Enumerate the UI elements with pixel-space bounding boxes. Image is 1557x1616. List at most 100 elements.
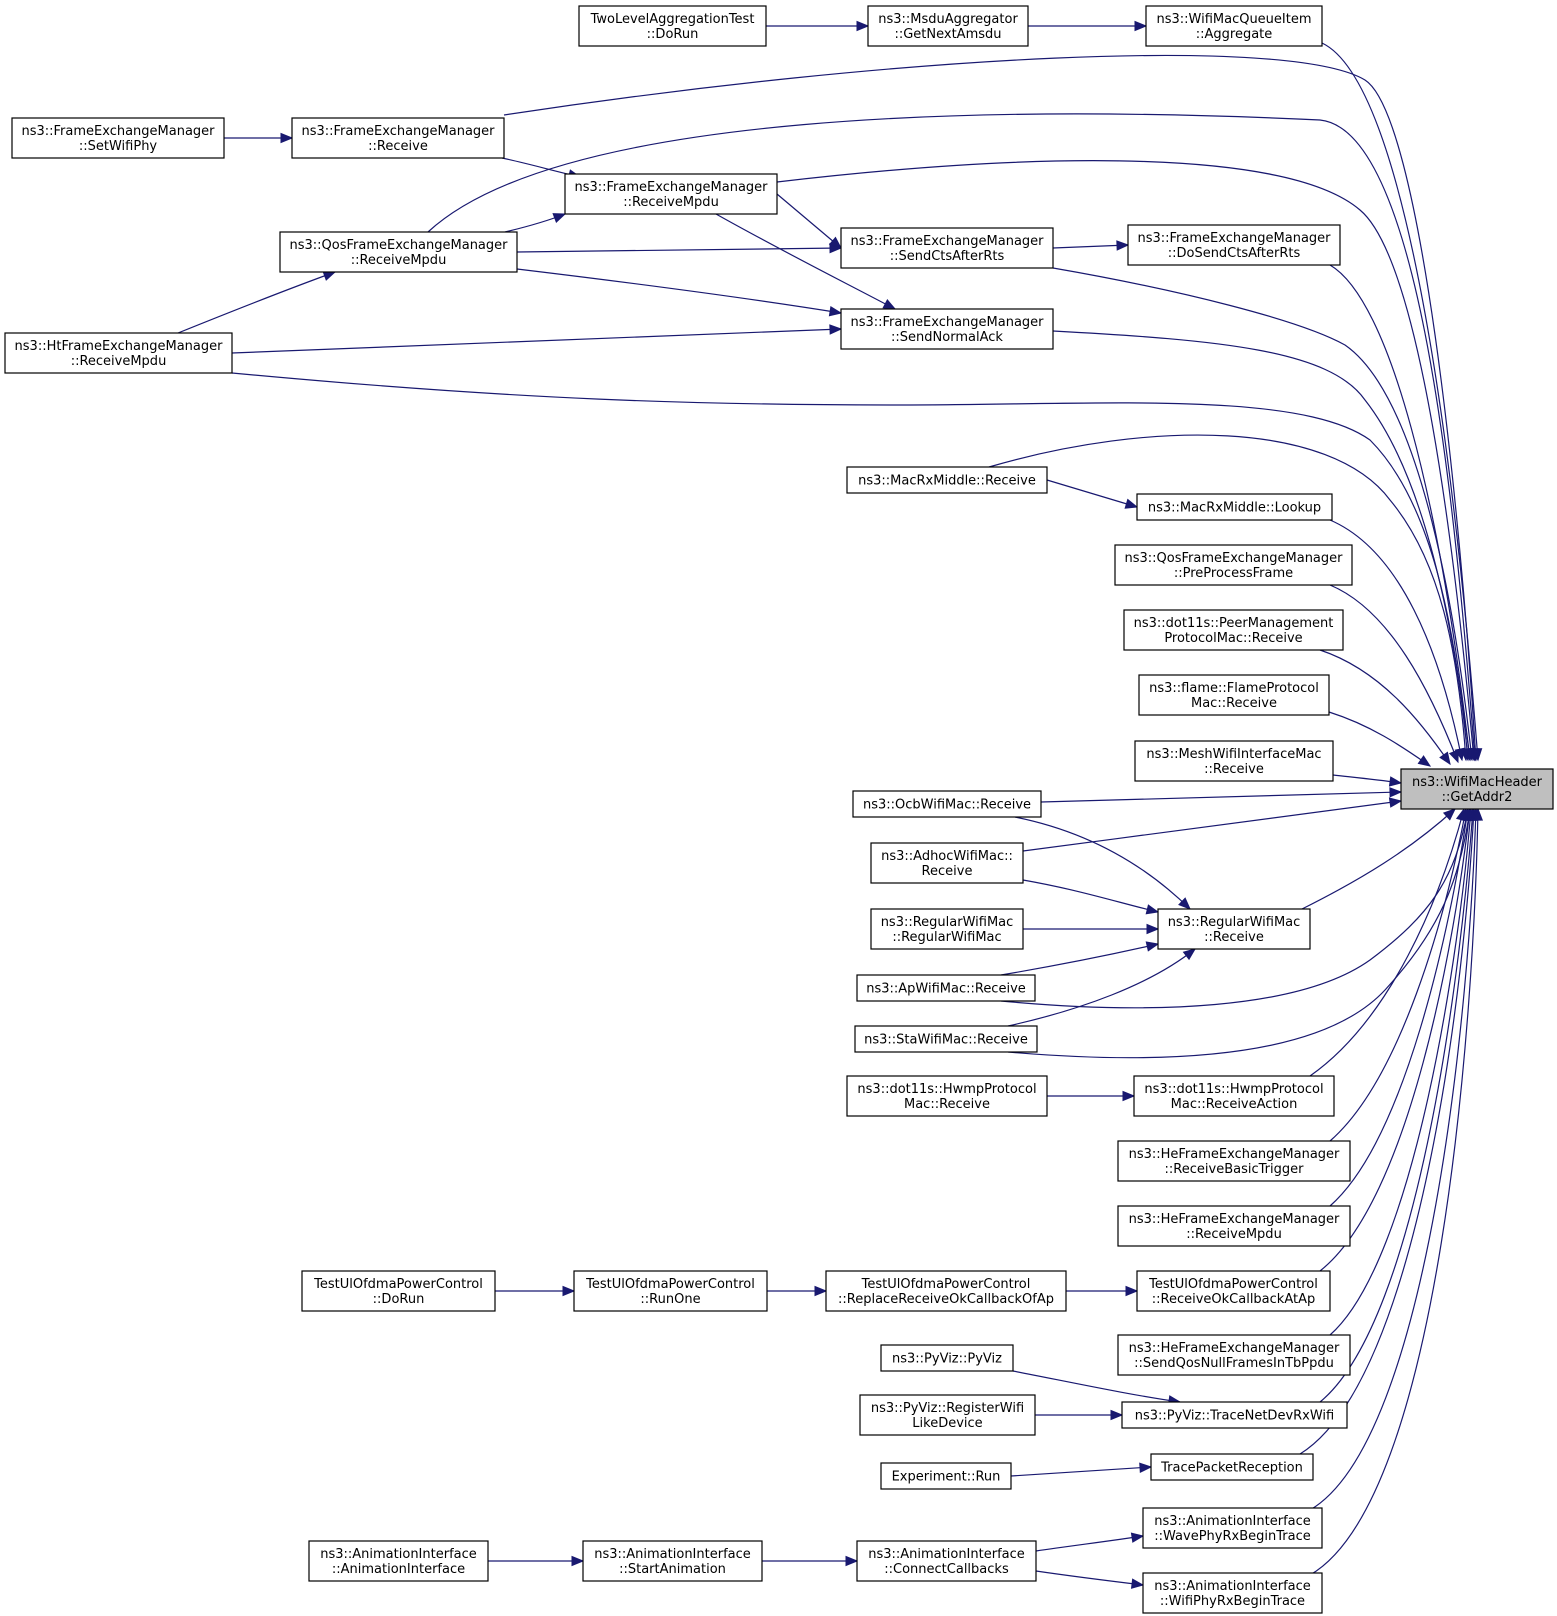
node-label-line: ns3::HeFrameExchangeManager: [1129, 1212, 1340, 1227]
node-label-line: ns3::FrameExchangeManager: [21, 124, 215, 139]
node-label-line: ns3::PyViz::PyViz: [892, 1352, 1002, 1367]
node-queue_agg[interactable]: ns3::WifiMacQueueItem::Aggregate: [1145, 5, 1323, 47]
node-trace_pkt[interactable]: TracePacketReception: [1150, 1453, 1314, 1481]
node-label-line: ::RunOne: [640, 1292, 700, 1307]
node-label-line: TestUlOfdmaPowerControl: [313, 1277, 483, 1292]
edge-anim_connect-to-anim_wifi: [1035, 1570, 1144, 1586]
node-macrx_lookup[interactable]: ns3::MacRxMiddle::Lookup: [1136, 493, 1333, 521]
node-regular_ctor[interactable]: ns3::RegularWifiMac::RegularWifiMac: [870, 908, 1024, 950]
node-label-line: ::ReceiveMpdu: [1186, 1227, 1282, 1242]
node-ap_receive[interactable]: ns3::ApWifiMac::Receive: [856, 974, 1036, 1002]
edge-ht_rxmpdu-to-qos_rxmpdu: [177, 271, 336, 334]
node-label-line: ns3::dot11s::PeerManagement: [1134, 616, 1334, 631]
node-label-line: ::SendQosNullFramesInTbPpdu: [1134, 1356, 1334, 1371]
edge-peer_receive-to-getaddr2: [1319, 649, 1451, 765]
node-label-line: TwoLevelAggregationTest: [590, 12, 755, 27]
node-fem_dosendcts[interactable]: ns3::FrameExchangeManager::DoSendCtsAfte…: [1127, 224, 1341, 266]
node-anim_ctor[interactable]: ns3::AnimationInterface::AnimationInterf…: [308, 1540, 489, 1582]
node-label-line: ns3::RegularWifiMac: [881, 915, 1014, 930]
node-adhoc_receive[interactable]: ns3::AdhocWifiMac::Receive: [870, 842, 1024, 884]
arrowhead-qos_preprocess-to-getaddr2: [1448, 749, 1459, 764]
node-box: [1117, 1205, 1351, 1247]
node-box: [880, 1344, 1014, 1372]
node-box: [1136, 1270, 1331, 1312]
edge-sta_receive-to-getaddr2: [1007, 808, 1471, 1059]
edge-exp_run-to-trace_pkt: [1010, 1466, 1152, 1477]
edge-fem_rxmpdu-to-getaddr2: [776, 160, 1475, 761]
edge-fem_dosendcts-to-getaddr2: [1329, 264, 1471, 761]
edge-ap_receive-to-regular_receive: [1000, 943, 1159, 976]
node-pyviz_ctor[interactable]: ns3::PyViz::PyViz: [880, 1344, 1014, 1372]
node-anim_start[interactable]: ns3::AnimationInterface::StartAnimation: [582, 1540, 763, 1582]
node-label-line: ::Receive: [1204, 930, 1264, 945]
node-peer_receive[interactable]: ns3::dot11s::PeerManagementProtocolMac::…: [1123, 609, 1344, 651]
node-ocb_receive[interactable]: ns3::OcbWifiMac::Receive: [852, 790, 1042, 818]
node-label-line: TestUlOfdmaPowerControl: [1148, 1277, 1318, 1292]
node-anim_connect[interactable]: ns3::AnimationInterface::ConnectCallback…: [856, 1540, 1037, 1582]
edge-flame_receive-to-getaddr2: [1328, 711, 1431, 767]
arrowhead-anim_connect-to-anim_wave: [1130, 1532, 1145, 1543]
node-anim_wifi[interactable]: ns3::AnimationInterface::WifiPhyRxBeginT…: [1142, 1572, 1323, 1614]
node-regular_receive[interactable]: ns3::RegularWifiMac::Receive: [1157, 908, 1311, 950]
node-box: [1114, 544, 1353, 586]
node-he_sendqos[interactable]: ns3::HeFrameExchangeManager::SendQosNull…: [1117, 1334, 1351, 1376]
node-pyviz_trace[interactable]: ns3::PyViz::TraceNetDevRxWifi: [1121, 1401, 1348, 1429]
node-label-line: ::ReceiveMpdu: [71, 354, 167, 369]
edge-ht_rxmpdu-to-getaddr2: [231, 372, 1469, 761]
edge-qos_preprocess-to-getaddr2: [1329, 584, 1459, 763]
node-box: [870, 908, 1024, 950]
node-fem_sendack[interactable]: ns3::FrameExchangeManager::SendNormalAck: [840, 308, 1054, 350]
node-mesh_receive[interactable]: ns3::MeshWifiInterfaceMac::Receive: [1134, 740, 1334, 782]
node-ht_rxmpdu[interactable]: ns3::HtFrameExchangeManager::ReceiveMpdu: [4, 332, 233, 374]
arrowhead-tu_runone-to-tu_replace: [814, 1285, 828, 1297]
node-he_basictrig[interactable]: ns3::HeFrameExchangeManager::ReceiveBasi…: [1117, 1140, 1351, 1182]
edge-pyviz_trace-to-getaddr2: [1319, 808, 1474, 1403]
node-tu_runone[interactable]: TestUlOfdmaPowerControl::RunOne: [573, 1270, 768, 1312]
node-box: [1117, 1140, 1351, 1182]
node-qos_preprocess[interactable]: ns3::QosFrameExchangeManager::PreProcess…: [1114, 544, 1353, 586]
node-fem_receive[interactable]: ns3::FrameExchangeManager::Receive: [291, 117, 505, 159]
node-fem_rxmpdu[interactable]: ns3::FrameExchangeManager::ReceiveMpdu: [564, 173, 778, 215]
node-tu_replace[interactable]: TestUlOfdmaPowerControl::ReplaceReceiveO…: [825, 1270, 1067, 1312]
node-label-line: ::RegularWifiMac: [892, 930, 1001, 945]
node-tla_dorun[interactable]: TwoLevelAggregationTest::DoRun: [578, 5, 767, 47]
node-getaddr2[interactable]: ns3::WifiMacHeader::GetAddr2: [1400, 768, 1554, 810]
node-msdu_next[interactable]: ns3::MsduAggregator::GetNextAmsdu: [867, 5, 1029, 47]
node-label-line: ::StartAnimation: [619, 1562, 726, 1577]
node-box: [870, 842, 1024, 884]
node-box: [582, 1540, 763, 1582]
arrowhead-pyviz_register-to-pyviz_trace: [1110, 1409, 1124, 1421]
node-label-line: ::Aggregate: [1196, 27, 1273, 42]
node-label-line: ns3::AnimationInterface: [320, 1547, 477, 1562]
node-macrx_receive[interactable]: ns3::MacRxMiddle::Receive: [846, 466, 1048, 494]
node-label-line: ::PreProcessFrame: [1174, 566, 1293, 581]
node-fem_sendcts[interactable]: ns3::FrameExchangeManager::SendCtsAfterR…: [840, 227, 1054, 269]
node-box: [1134, 740, 1334, 782]
arrowhead-anim_ctor-to-anim_start: [571, 1555, 585, 1567]
node-label-line: ns3::flame::FlameProtocol: [1149, 681, 1319, 696]
arrowhead-ocb_receive-to-getaddr2: [1389, 787, 1403, 798]
arrowhead-ocb_receive-to-regular_receive: [1178, 897, 1191, 910]
node-qos_rxmpdu[interactable]: ns3::QosFrameExchangeManager::ReceiveMpd…: [279, 231, 518, 273]
node-label-line: ns3::AnimationInterface: [1154, 1579, 1311, 1594]
arrowhead-fem_rxmpdu-to-fem_sendcts: [828, 236, 843, 249]
edge-tu_rxok-to-getaddr2: [1319, 808, 1471, 1272]
node-fem_setphy[interactable]: ns3::FrameExchangeManager::SetWifiPhy: [11, 117, 225, 159]
node-tu_dorun[interactable]: TestUlOfdmaPowerControl::DoRun: [301, 1270, 496, 1312]
arrowhead-tu_dorun-to-tu_runone: [562, 1285, 576, 1297]
node-label-line: ns3::AdhocWifiMac::: [881, 849, 1013, 864]
node-he_rxmpdu[interactable]: ns3::HeFrameExchangeManager::ReceiveMpdu: [1117, 1205, 1351, 1247]
node-exp_run[interactable]: Experiment::Run: [880, 1462, 1012, 1490]
edge-regular_receive-to-getaddr2: [1301, 808, 1456, 910]
node-sta_receive[interactable]: ns3::StaWifiMac::Receive: [854, 1025, 1038, 1053]
node-box: [11, 117, 225, 159]
node-label-line: ns3::StaWifiMac::Receive: [864, 1033, 1028, 1048]
node-anim_wave[interactable]: ns3::AnimationInterface::WavePhyRxBeginT…: [1142, 1507, 1323, 1549]
node-box: [1133, 1075, 1335, 1117]
arrowhead-adhoc_receive-to-regular_receive: [1145, 904, 1160, 915]
node-tu_rxok[interactable]: TestUlOfdmaPowerControl::ReceiveOkCallba…: [1136, 1270, 1331, 1312]
node-hwmp_rxaction[interactable]: ns3::dot11s::HwmpProtocolMac::ReceiveAct…: [1133, 1075, 1335, 1117]
